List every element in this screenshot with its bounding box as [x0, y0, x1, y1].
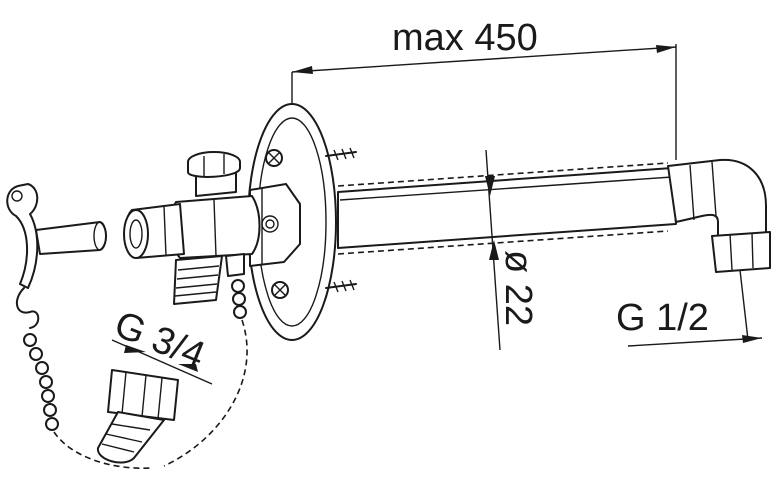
inlet-thread-label: G 1/2 — [616, 297, 709, 339]
diameter-label: ø 22 — [497, 250, 539, 326]
valve-body — [123, 151, 301, 305]
diameter-dimension: ø 22 — [485, 149, 539, 351]
hose-adapter — [97, 369, 179, 464]
pipe — [337, 162, 677, 255]
outlet-thread-label: G 3/4 — [109, 303, 211, 377]
valve-chain — [163, 279, 248, 467]
length-label: max 450 — [392, 17, 538, 59]
inlet-thread-dimension: G 1/2 — [616, 269, 763, 347]
screw-top — [265, 149, 283, 167]
screw-bottom — [271, 281, 289, 299]
wall-anchor-top — [325, 147, 357, 161]
length-dimension: max 450 — [291, 17, 677, 160]
wall-anchor-bottom — [325, 279, 357, 293]
elbow-fitting — [667, 158, 771, 273]
removable-key — [6, 183, 151, 469]
